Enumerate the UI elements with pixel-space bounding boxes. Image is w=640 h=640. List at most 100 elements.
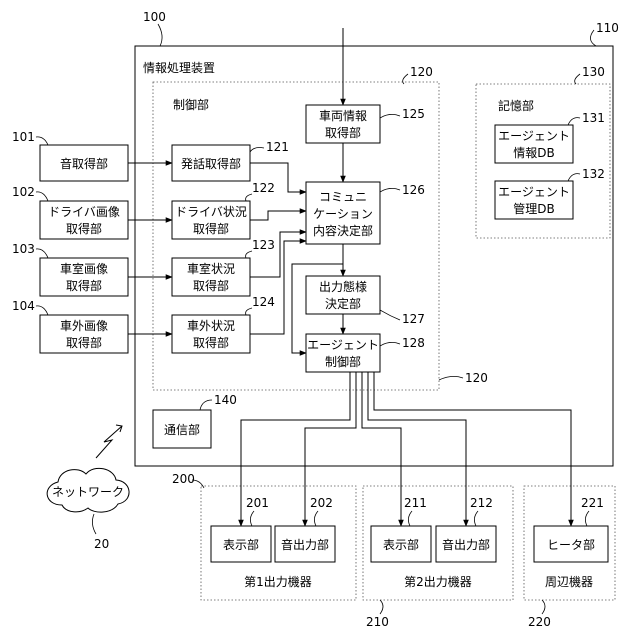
cabin-image-text-1: 車室画像 [60, 261, 108, 276]
outside-status-text-2: 取得部 [193, 335, 229, 350]
device-label: 情報処理装置 [143, 61, 215, 75]
leader-104 [36, 306, 48, 315]
ref-132: 132 [582, 167, 605, 181]
second-output-device-label: 第2出力機器 [404, 574, 472, 589]
ref-120-bottom: 120 [465, 371, 488, 385]
leader-127 [380, 310, 400, 320]
ref-120-top: 120 [410, 65, 433, 79]
wireless-signal-icon [96, 426, 122, 458]
leader-126 [380, 188, 400, 192]
agent-mgmt-db-text-1: エージェント [498, 185, 570, 199]
display-unit-2-text: 表示部 [383, 537, 419, 552]
outside-image-text-2: 取得部 [66, 335, 102, 350]
sound-output-unit-2-text: 音出力部 [442, 537, 490, 552]
sound-acquisition-text: 音取得部 [60, 156, 108, 171]
driver-image-text-2: 取得部 [66, 221, 102, 236]
heater-unit-text: ヒータ部 [547, 537, 595, 552]
outside-status-text-1: 車外状況 [187, 318, 235, 333]
cabin-image-text-2: 取得部 [66, 278, 102, 293]
ref-210: 210 [366, 615, 389, 629]
leader-100 [158, 24, 162, 46]
leader-102 [36, 192, 48, 201]
communication-unit-text: 通信部 [164, 422, 200, 437]
agent-info-db-text-1: エージェント [498, 129, 570, 143]
ref-211: 211 [404, 496, 427, 510]
control-label: 制御部 [173, 97, 209, 112]
leader-120-top [403, 74, 408, 84]
ref-122: 122 [252, 181, 275, 195]
leader-123 [246, 251, 252, 258]
ref-101: 101 [12, 130, 35, 144]
ref-100: 100 [143, 10, 166, 24]
ref-221: 221 [581, 496, 604, 510]
ref-123: 123 [252, 238, 275, 252]
leader-140 [200, 400, 212, 410]
leader-125 [380, 114, 400, 118]
ref-131: 131 [582, 111, 605, 125]
outside-image-text-1: 車外画像 [60, 319, 108, 333]
agent-control-text-2: 制御部 [325, 354, 361, 369]
driver-status-text-2: 取得部 [193, 221, 229, 236]
ref-20: 20 [94, 537, 109, 551]
ref-212: 212 [470, 496, 493, 510]
ref-127: 127 [402, 312, 425, 326]
speech-acquisition-text: 発話取得部 [181, 156, 241, 171]
leader-103 [36, 249, 48, 258]
display-unit-1-text: 表示部 [223, 537, 259, 552]
vehicle-info-text-1: 車両情報 [319, 109, 367, 123]
cabin-status-text-2: 取得部 [193, 278, 229, 293]
network-label: ネットワーク [52, 485, 124, 499]
arrow-outside-status-to-comm [250, 241, 306, 334]
leader-124 [246, 308, 252, 315]
ref-126: 126 [402, 183, 425, 197]
driver-image-text-1: ドライバ画像 [48, 205, 120, 219]
agent-control-text-1: エージェント [307, 338, 379, 352]
leader-221 [585, 511, 589, 526]
arrow-driver-status-to-comm [250, 211, 306, 220]
agent-mgmt-db-text-2: 管理DB [513, 201, 554, 216]
communication-content-text-2: ケーション [313, 207, 373, 221]
vehicle-info-text-2: 取得部 [325, 125, 361, 140]
leader-220 [542, 600, 545, 614]
leader-120-bottom [439, 376, 463, 380]
leader-210 [380, 600, 383, 614]
ref-200: 200 [172, 472, 195, 486]
leader-202 [314, 511, 318, 526]
ref-128: 128 [402, 336, 425, 350]
ref-124: 124 [252, 295, 275, 309]
output-mode-text-1: 出力態様 [319, 279, 367, 294]
ref-103: 103 [12, 242, 35, 256]
peripheral-device-label: 周辺機器 [545, 574, 593, 589]
ref-202: 202 [310, 496, 333, 510]
ref-140: 140 [214, 393, 237, 407]
sound-output-unit-1-text: 音出力部 [281, 537, 329, 552]
ref-121: 121 [266, 140, 289, 154]
agent-info-db-text-2: 情報DB [513, 146, 554, 160]
ref-125: 125 [402, 107, 425, 121]
communication-content-text-3: 内容決定部 [313, 223, 373, 238]
output-mode-text-2: 決定部 [325, 296, 361, 311]
leader-130 [575, 74, 580, 84]
ref-220: 220 [528, 615, 551, 629]
cabin-status-text-1: 車室状況 [187, 261, 235, 276]
driver-status-text-1: ドライバ状況 [175, 204, 247, 219]
leader-212 [474, 511, 478, 526]
ref-201: 201 [246, 496, 269, 510]
first-output-device-label: 第1出力機器 [244, 574, 312, 589]
storage-label: 記憶部 [498, 98, 534, 113]
leader-201 [250, 511, 254, 526]
ref-110: 110 [596, 21, 619, 35]
leader-132 [568, 174, 580, 181]
communication-content-text-1: コミュニ [319, 190, 367, 204]
ref-130: 130 [582, 65, 605, 79]
ref-102: 102 [12, 185, 35, 199]
ref-104: 104 [12, 299, 35, 313]
leader-211 [408, 511, 412, 526]
leader-122 [246, 194, 252, 201]
leader-101 [36, 137, 48, 145]
leader-131 [568, 118, 580, 125]
leader-121 [250, 148, 264, 153]
leader-128 [380, 342, 400, 346]
